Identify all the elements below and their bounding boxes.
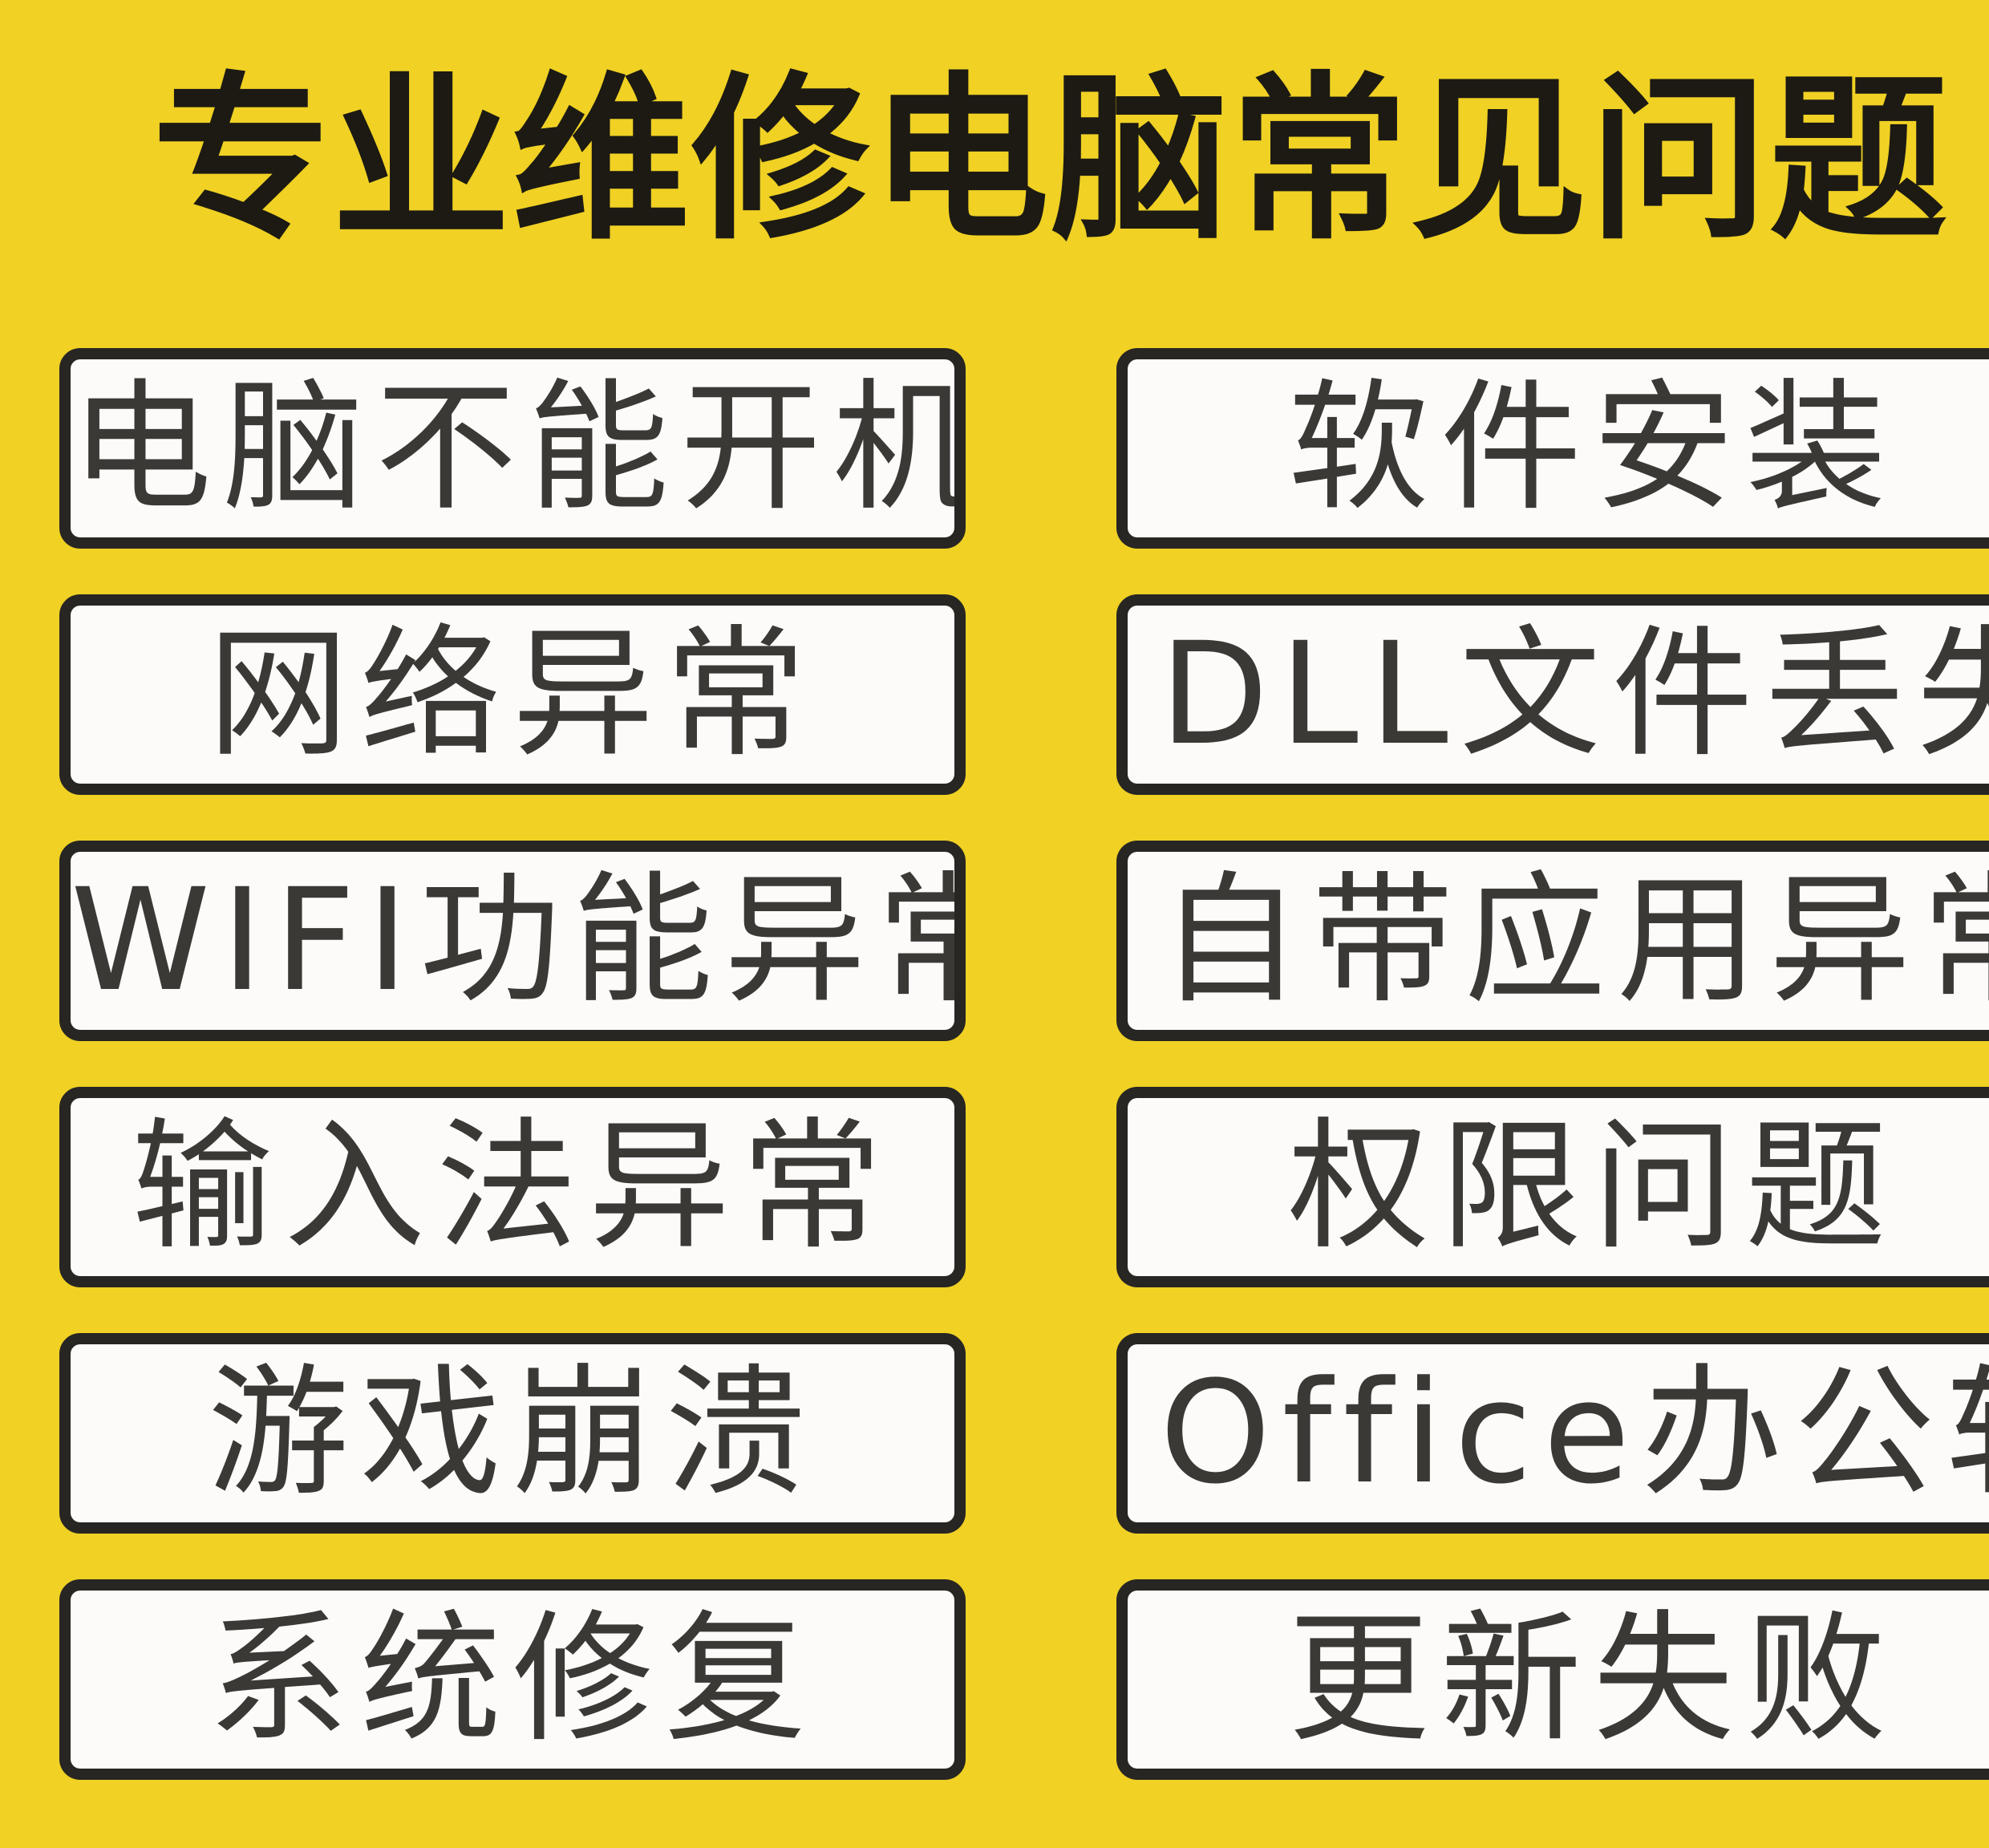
issue-card-permissions: 权限问题 xyxy=(1116,1087,1989,1287)
issue-label: 自带应用异常 xyxy=(1160,858,1989,1023)
issue-label: 软件安装 xyxy=(1288,366,1898,530)
issue-card-input-method: 输入法异常 xyxy=(59,1087,966,1287)
issue-label: 输入法异常 xyxy=(131,1104,893,1269)
issue-label: Office办公软件 xyxy=(1160,1351,1989,1515)
issue-card-network: 网络异常 xyxy=(59,594,966,795)
issue-label: 网络异常 xyxy=(207,612,817,776)
page-title: 专业维修电脑常见问题 xyxy=(152,57,1949,264)
issue-card-software-install: 软件安装 xyxy=(1116,348,1989,549)
issue-label: DLL文件丢失 xyxy=(1160,612,1989,776)
issue-label: WIFI功能异常 xyxy=(71,858,966,1023)
issue-label: 游戏崩溃 xyxy=(207,1351,817,1515)
issue-card-office-software: Office办公软件 xyxy=(1116,1333,1989,1534)
issue-label: 系统修复 xyxy=(207,1597,817,1761)
issue-card-wifi: WIFI功能异常 xyxy=(59,841,966,1041)
issue-label: 更新失败 xyxy=(1288,1597,1898,1761)
issue-card-dll-missing: DLL文件丢失 xyxy=(1116,594,1989,795)
issue-card-boot-failure: 电脑不能开机 xyxy=(59,348,966,549)
issue-label: 电脑不能开机 xyxy=(71,366,966,530)
issue-card-system-repair: 系统修复 xyxy=(59,1579,966,1780)
issue-card-builtin-apps: 自带应用异常 xyxy=(1116,841,1989,1041)
issue-card-game-crash: 游戏崩溃 xyxy=(59,1333,966,1534)
issue-card-update-failure: 更新失败 xyxy=(1116,1579,1989,1780)
issue-label: 权限问题 xyxy=(1288,1104,1898,1269)
